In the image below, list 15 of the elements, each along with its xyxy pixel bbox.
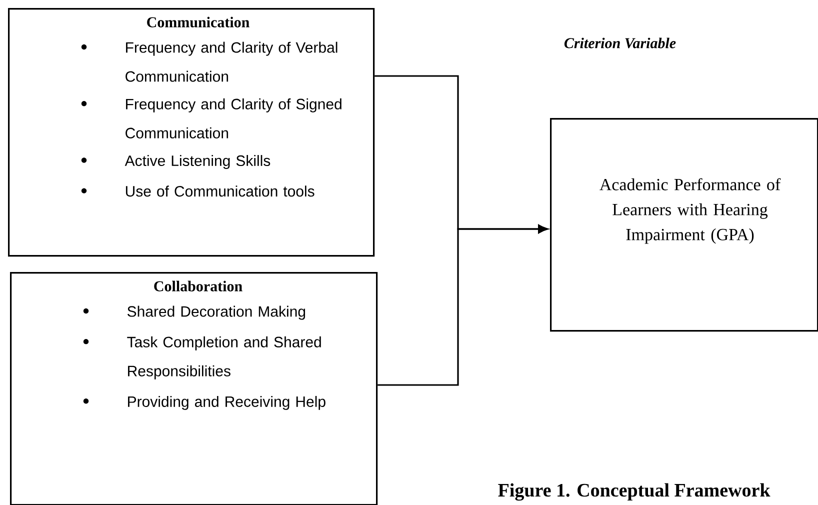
bullet-item: Task Completion and Shared Responsibilities [83, 336, 321, 380]
arrow [378, 224, 548, 386]
variable-box [8, 8, 375, 257]
caption: Figure 1. Conceptual Framework [498, 483, 770, 501]
bullet-item: Providing and Receiving Help [83, 396, 326, 410]
outcome-box: Academic Performance of Learners with Hearing Impairment (GPA) [550, 118, 818, 332]
bullet-item: Shared Decoration Making [83, 306, 306, 320]
variable-box [10, 272, 378, 505]
bullet-item: Frequency and Clarity of Signed Communication [81, 98, 342, 138]
box-heading: Communication [147, 16, 250, 28]
box-heading: Collaboration [154, 280, 242, 292]
bullet-item: Use of Communication tools [81, 186, 314, 197]
bullet-item: Frequency and Clarity of Verbal Communication [81, 42, 338, 82]
bullet-item: Active Listening Skills [81, 155, 270, 169]
label: Criterion Variable [564, 38, 676, 48]
